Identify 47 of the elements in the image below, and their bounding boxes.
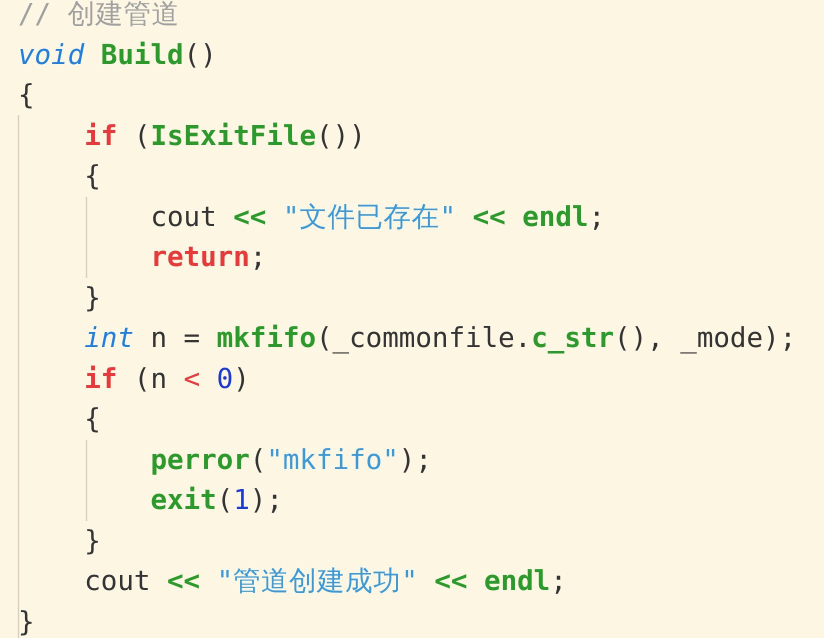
code-text: ( — [134, 118, 150, 154]
string-literal: "mkfifo" — [266, 442, 399, 478]
code-text: ( — [250, 442, 266, 478]
operator: << — [434, 564, 468, 599]
operator: << — [167, 564, 200, 599]
function-name: IsExitFile — [150, 118, 316, 154]
type-keyword: void — [18, 38, 84, 72]
function-name: Build — [100, 38, 184, 72]
number-literal: 0 — [216, 362, 234, 396]
operator: endl — [522, 200, 588, 234]
code-text: ; — [250, 240, 266, 275]
keyword: return — [150, 240, 250, 275]
code-text: cout — [84, 564, 150, 599]
code-text: ; — [588, 200, 606, 234]
code-text: } — [84, 280, 101, 316]
code-text: { — [18, 78, 35, 113]
code-text: ) — [233, 362, 250, 396]
code-text: ; — [550, 564, 567, 599]
code-text: (_commonfile. — [316, 321, 532, 356]
code-comment: // 创建管道 — [18, 0, 180, 32]
code-text: (), _mode); — [614, 321, 796, 356]
code-text: n = — [150, 321, 200, 356]
code-text: } — [18, 604, 35, 638]
code-text: { — [84, 159, 101, 194]
function-name: perror — [150, 442, 250, 478]
operator: < — [184, 362, 200, 396]
operator: << — [233, 200, 266, 234]
code-text: () — [184, 38, 217, 72]
code-text: } — [84, 524, 101, 558]
function-name: mkfifo — [216, 321, 316, 356]
keyword: if — [84, 118, 118, 154]
keyword: if — [84, 362, 118, 396]
code-text: cout — [150, 200, 217, 234]
code-text: (n — [134, 362, 168, 396]
code-text: ); — [250, 483, 283, 518]
code-text: ( — [216, 483, 234, 518]
operator: << — [472, 200, 506, 234]
code-text: ()) — [316, 118, 366, 154]
string-literal: "文件已存在" — [282, 200, 456, 234]
type-keyword: int — [84, 321, 134, 356]
function-name: c_str — [531, 321, 614, 356]
function-name: exit — [150, 483, 217, 518]
number-literal: 1 — [233, 483, 250, 518]
operator: endl — [484, 564, 550, 599]
string-literal: "管道创建成功" — [216, 564, 418, 599]
code-text: ); — [398, 442, 432, 478]
code-text: { — [84, 402, 101, 437]
